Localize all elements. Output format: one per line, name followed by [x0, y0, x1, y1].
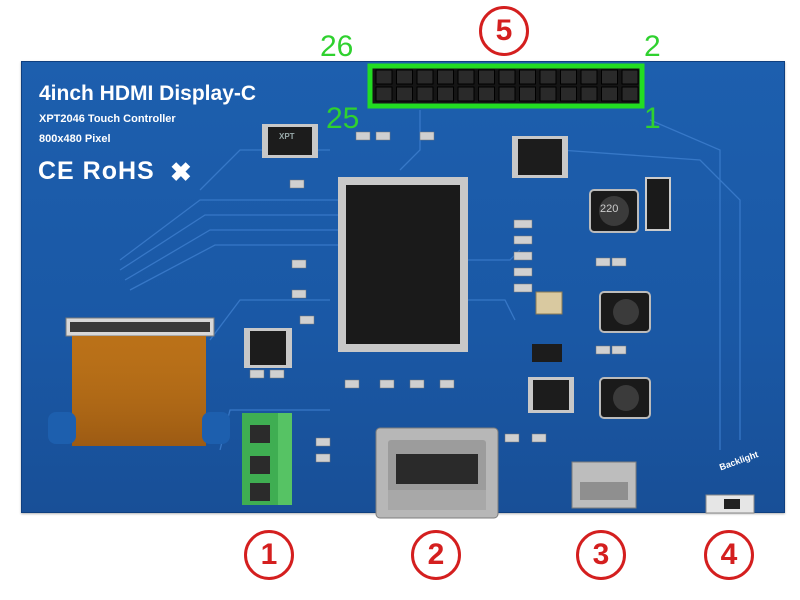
- callout-1-terminal: 1: [244, 530, 294, 580]
- gpio-pin: [416, 69, 434, 85]
- main-qfp-chip: [338, 177, 468, 352]
- board-subtitle-resolution: 800x480 Pixel: [39, 133, 111, 145]
- gpio-pin: [560, 69, 577, 85]
- micro-usb-connector: [571, 461, 637, 509]
- gpio-pin: [539, 69, 557, 85]
- xpt-touch-chip: [262, 124, 318, 158]
- callout-4-backlight: 4: [704, 530, 754, 580]
- weee-bin-icon: ✖: [170, 157, 192, 187]
- audio-terminal-block: [242, 413, 292, 505]
- gpio-highlight-box: [367, 63, 645, 109]
- gpio-pin: [621, 86, 639, 102]
- gpio-pin: [478, 86, 495, 102]
- pin-label-1: 1: [644, 102, 661, 135]
- certification-marks: CE RoHS: [38, 157, 155, 185]
- gpio-pin: [601, 86, 618, 102]
- gpio-pin: [375, 86, 393, 102]
- gpio-pin: [457, 69, 475, 85]
- pin-label-2: 2: [644, 30, 661, 63]
- hdmi-connector: [375, 427, 499, 519]
- pin-label-25: 25: [326, 102, 360, 135]
- gpio-pin: [601, 69, 618, 85]
- gpio-pin: [519, 69, 536, 85]
- gpio-pin: [457, 86, 475, 102]
- gpio-pin: [560, 86, 577, 102]
- gpio-pin: [396, 69, 413, 85]
- callout-5-gpio: 5: [479, 6, 529, 56]
- gpio-pin: [437, 86, 454, 102]
- board-title: 4inch HDMI Display-C: [39, 82, 257, 105]
- gpio-pin: [396, 86, 413, 102]
- gpio-pin: [416, 86, 434, 102]
- xpt-chip-marking: XPT: [279, 132, 295, 141]
- inductor-marking: 220: [600, 203, 619, 215]
- gpio-pin: [580, 69, 598, 85]
- gpio-pin: [539, 86, 557, 102]
- gpio-pin: [580, 86, 598, 102]
- gpio-pin: [621, 69, 639, 85]
- fpc-connector: [48, 317, 230, 446]
- gpio-pin: [437, 69, 454, 85]
- callout-2-hdmi: 2: [411, 530, 461, 580]
- board-subtitle-touch: XPT2046 Touch Controller: [39, 113, 176, 125]
- callout-3-usb: 3: [576, 530, 626, 580]
- gpio-pin: [498, 86, 516, 102]
- backlight-switch: [705, 494, 755, 514]
- gpio-pin: [519, 86, 536, 102]
- gpio-pin: [478, 69, 495, 85]
- gpio-pin: [375, 69, 393, 85]
- pin-label-26: 26: [320, 30, 354, 63]
- gpio-pin: [498, 69, 516, 85]
